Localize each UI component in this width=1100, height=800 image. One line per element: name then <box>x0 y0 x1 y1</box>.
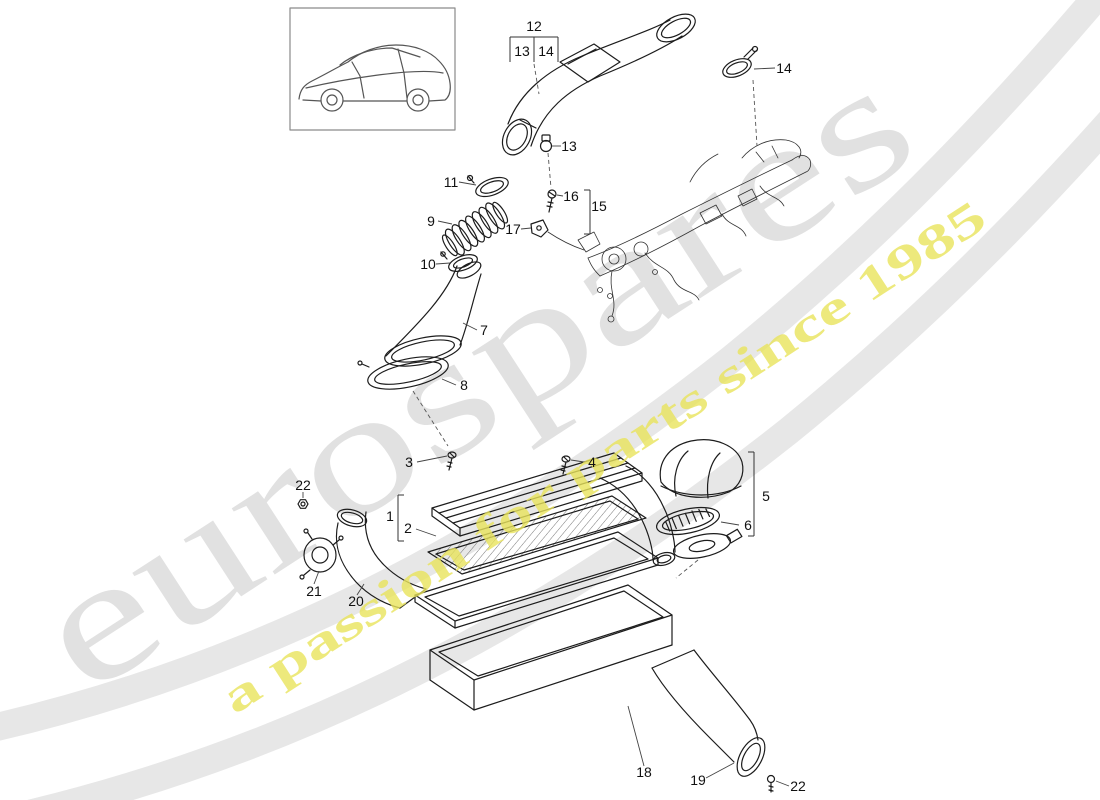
alignment-dashes <box>412 63 758 579</box>
callout-9: 9 <box>427 213 435 229</box>
filter-element-panel <box>427 495 647 575</box>
intake-tube <box>501 13 696 156</box>
clip-17 <box>530 219 549 238</box>
callout-21: 21 <box>306 583 322 599</box>
callout-8: 8 <box>460 377 468 393</box>
callout-20: 20 <box>348 593 364 609</box>
round-fitting-21 <box>299 528 344 580</box>
screw-4 <box>560 455 571 475</box>
outlet-duct-19 <box>651 649 766 777</box>
callout-2: 2 <box>404 520 412 536</box>
callout-12: 12 <box>526 18 542 34</box>
intake-funnel-7 <box>384 261 482 367</box>
callout-1: 1 <box>386 508 394 524</box>
callout-15: 15 <box>591 198 607 214</box>
inlet-duct-20 <box>335 508 427 609</box>
adapter-plate-5 <box>672 528 743 559</box>
leader-lines <box>302 67 790 787</box>
callout-16: 16 <box>563 188 579 204</box>
callout-14-table: 14 <box>538 43 554 59</box>
nut-22-left <box>297 499 309 509</box>
seal-ring-8 <box>357 356 449 390</box>
lower-housing-18 <box>429 584 673 711</box>
callout-11: 11 <box>444 174 459 190</box>
callout-13: 13 <box>561 138 577 154</box>
engine-assembly-sketch <box>547 139 812 323</box>
bellows-hose-9 <box>441 201 509 257</box>
callout-10: 10 <box>420 256 436 272</box>
screw-16 <box>546 189 557 213</box>
callout-4: 4 <box>588 454 596 470</box>
frame-tray <box>414 531 659 629</box>
air-cleaner-cover <box>431 452 643 537</box>
hose-clamp-10 <box>440 251 478 272</box>
callout-brackets <box>397 36 755 542</box>
callout-7: 7 <box>480 322 488 338</box>
callout-3: 3 <box>405 454 413 470</box>
screw-3 <box>446 451 457 471</box>
cover-outlet-snorkel <box>599 465 676 567</box>
callout-17: 17 <box>505 221 521 237</box>
callout-6: 6 <box>744 517 752 533</box>
callout-5: 5 <box>762 488 770 504</box>
callout-18: 18 <box>636 764 652 780</box>
bolt-22-lower <box>766 774 776 793</box>
hose-clamp-11 <box>466 174 509 198</box>
grommet-13 <box>539 134 553 153</box>
dome-cover-5 <box>659 439 744 499</box>
callout-22-left: 22 <box>295 477 311 493</box>
callout-14: 14 <box>776 60 792 76</box>
hose-clamp-14 <box>722 45 759 78</box>
callout-13-table: 13 <box>514 43 530 59</box>
filter-insert-6 <box>655 506 721 536</box>
callout-22-right: 22 <box>790 778 806 794</box>
callout-19: 19 <box>690 772 706 788</box>
callout-numbers: 12 13 14 14 13 11 16 15 9 17 10 7 8 3 4 … <box>295 18 806 794</box>
car-thumbnail <box>289 7 456 131</box>
